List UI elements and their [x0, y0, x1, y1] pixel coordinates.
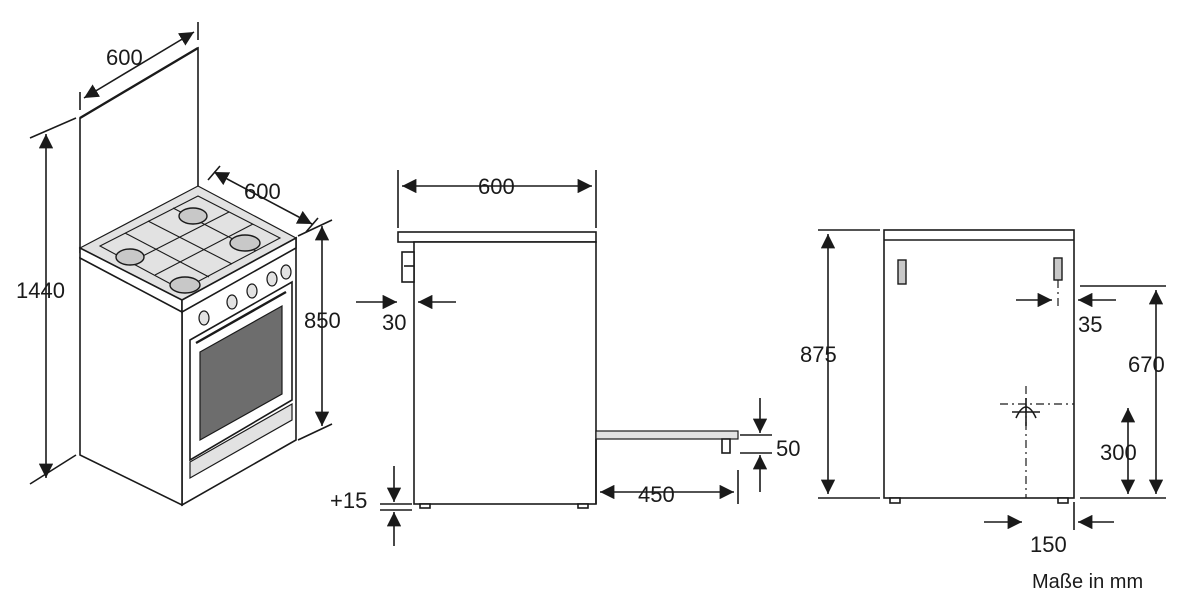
knob-5 [280, 264, 292, 280]
perspective-view: 600 600 1440 850 [16, 22, 341, 507]
dim-ext-line [207, 165, 221, 181]
oven-window [199, 304, 283, 442]
dim-ext-line [29, 454, 77, 485]
side-body [413, 241, 597, 505]
burner-back-right [229, 234, 261, 252]
back-body [883, 229, 1075, 499]
hob-side-rim [181, 236, 297, 314]
knob-2 [226, 294, 238, 310]
side-open-door [595, 430, 739, 440]
label-electric-height: 300 [1100, 440, 1137, 465]
side-door-handle [721, 438, 731, 454]
back-foot-left [889, 497, 901, 504]
side-foot-front [419, 503, 431, 509]
knob-1 [198, 310, 210, 326]
label-door-reach: 450 [638, 482, 675, 507]
side-view: 600 30 +15 450 50 [330, 170, 800, 546]
hob-burners [115, 207, 261, 294]
dim-ext-line [297, 423, 333, 441]
units-footnote: Maße in mm [1032, 571, 1143, 593]
label-foot-adjustment: +15 [330, 488, 367, 513]
label-gas-height: 670 [1128, 352, 1165, 377]
dim-ext-line [29, 117, 77, 139]
label-door-thickness: 50 [776, 436, 800, 461]
label-hob-depth: 600 [244, 179, 281, 204]
label-back-height: 875 [800, 342, 837, 367]
dim-line-splashback-width [83, 31, 195, 99]
back-connector-left [897, 259, 907, 285]
label-electric-offset: 150 [1030, 532, 1067, 557]
side-top [397, 231, 597, 243]
label-gas-inset: 35 [1078, 312, 1102, 337]
back-view: 875 670 35 300 150 [800, 229, 1166, 557]
knob-3 [246, 283, 258, 299]
label-handle-projection: 30 [382, 310, 406, 335]
label-total-height: 1440 [16, 278, 65, 303]
back-foot-right [1057, 497, 1069, 504]
side-foot-back [577, 503, 589, 509]
burner-back-left [178, 207, 208, 225]
label-side-depth: 600 [478, 174, 515, 199]
oven-door-handle [195, 290, 287, 345]
gas-connector [1053, 257, 1063, 281]
burner-front-right [169, 276, 201, 294]
label-splashback-width: 600 [106, 45, 143, 70]
label-body-height: 850 [304, 308, 341, 333]
side-handle [401, 251, 415, 283]
dim-ext-line [305, 217, 319, 233]
dim-line-hob-depth [213, 171, 313, 225]
control-knobs [198, 264, 292, 326]
storage-drawer [189, 402, 293, 480]
burner-front-left [115, 248, 145, 266]
knob-4 [266, 271, 278, 287]
